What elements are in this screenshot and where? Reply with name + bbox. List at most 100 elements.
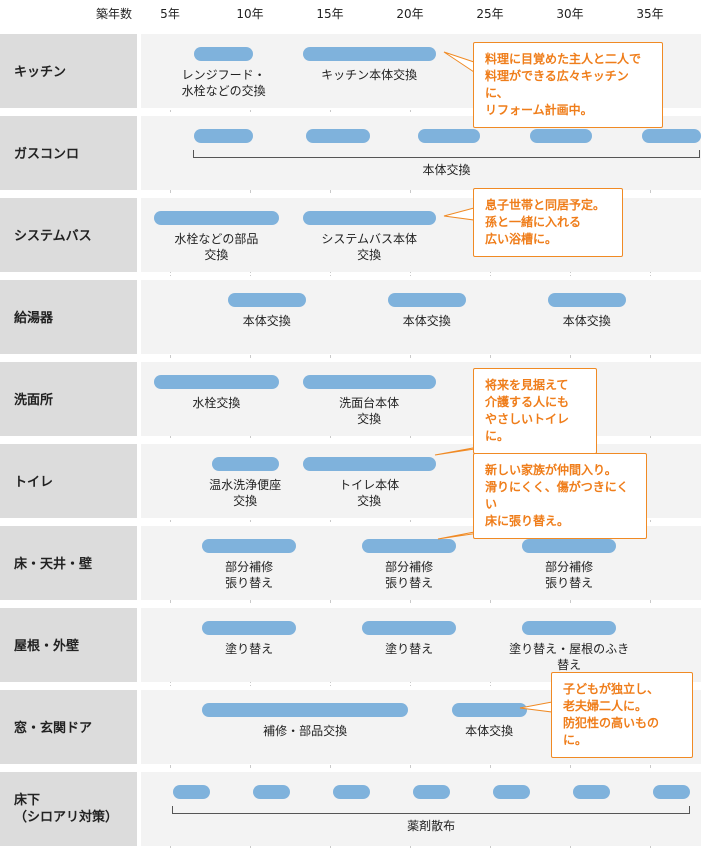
span-bracket bbox=[193, 150, 700, 158]
timeline-bar bbox=[306, 129, 370, 143]
bar-label: トイレ本体 交換 bbox=[339, 478, 400, 508]
timeline-bar bbox=[493, 785, 530, 799]
row-label-cell: 床下 （シロアリ対策） bbox=[0, 772, 137, 846]
timeline-bar bbox=[211, 457, 279, 471]
row-label-cell: システムバス bbox=[0, 198, 137, 272]
timeline-bar bbox=[333, 785, 370, 799]
bracket-label: 薬剤散布 bbox=[407, 819, 456, 833]
comment-callout: 新しい家族が仲間入り。 滑りにくく、傷がつきにくい 床に張り替え。 bbox=[473, 453, 647, 539]
year-gridline bbox=[410, 30, 411, 848]
bar-label: 部分補修 張り替え bbox=[225, 560, 274, 590]
row-label-cell: 屋根・外壁 bbox=[0, 608, 137, 682]
timeline-bar bbox=[154, 375, 279, 389]
timeline-row: ガスコンロ bbox=[0, 112, 701, 190]
bar-label: 部分補修 張り替え bbox=[385, 560, 434, 590]
year-tick-label: 5年 bbox=[160, 7, 180, 21]
year-gridline bbox=[170, 30, 171, 848]
timeline-row: 屋根・外壁 bbox=[0, 604, 701, 682]
timeline-bar bbox=[227, 293, 306, 307]
bar-label: 本体交換 bbox=[402, 314, 451, 328]
span-bracket bbox=[172, 806, 690, 814]
timeline-bar bbox=[202, 703, 409, 717]
row-track bbox=[141, 116, 701, 190]
year-tick-label: 20年 bbox=[396, 7, 424, 21]
timeline-bar bbox=[547, 293, 626, 307]
timeline-bar bbox=[302, 457, 436, 471]
year-gridline bbox=[650, 30, 651, 848]
timeline-bar bbox=[154, 211, 279, 225]
timeline-bar bbox=[362, 539, 457, 553]
year-gridline bbox=[330, 30, 331, 848]
timeline-bar bbox=[302, 211, 436, 225]
bar-label: 洗面台本体 交換 bbox=[339, 396, 400, 426]
bar-label: 本体交換 bbox=[562, 314, 611, 328]
timeline-bar bbox=[573, 785, 610, 799]
bracket-label: 本体交換 bbox=[422, 163, 471, 177]
year-tick-label: 35年 bbox=[636, 7, 664, 21]
row-label-cell: キッチン bbox=[0, 34, 137, 108]
bar-label: 補修・部品交換 bbox=[263, 724, 348, 738]
timeline-bar bbox=[451, 703, 527, 717]
bar-label: 塗り替え・屋根のふき替え bbox=[509, 642, 630, 672]
timeline-bar bbox=[653, 785, 690, 799]
timeline-row: 給湯器 bbox=[0, 276, 701, 354]
row-track bbox=[141, 280, 701, 354]
timeline-bar bbox=[202, 621, 297, 635]
timeline-bar bbox=[530, 129, 593, 143]
callout-pointer bbox=[443, 207, 475, 221]
row-track bbox=[141, 608, 701, 682]
bar-label: 本体交換 bbox=[465, 724, 514, 738]
timeline-row: 床下 （シロアリ対策） bbox=[0, 768, 701, 846]
timeline-bar bbox=[202, 539, 297, 553]
bar-label: システムバス本体 交換 bbox=[321, 232, 418, 262]
row-label-cell: トイレ bbox=[0, 444, 137, 518]
timeline-bar bbox=[522, 621, 617, 635]
row-label: トイレ bbox=[14, 475, 54, 490]
bar-label: 塗り替え bbox=[225, 642, 274, 656]
timeline-bar bbox=[522, 539, 617, 553]
timeline-bar bbox=[173, 785, 210, 799]
row-label-cell: 床・天井・壁 bbox=[0, 526, 137, 600]
year-tick-label: 30年 bbox=[556, 7, 584, 21]
row-label: 給湯器 bbox=[14, 311, 54, 326]
year-tick-label: 25年 bbox=[476, 7, 504, 21]
row-track bbox=[141, 362, 701, 436]
comment-callout: 息子世帯と同居予定。 孫と一緒に入れる 広い浴槽に。 bbox=[473, 188, 623, 257]
year-axis-title: 築年数 bbox=[96, 7, 133, 21]
timeline-bar bbox=[387, 293, 466, 307]
bar-label: 水栓交換 bbox=[192, 396, 241, 410]
row-label: 窓・玄関ドア bbox=[14, 721, 93, 736]
bar-label: レンジフード・ 水栓などの交換 bbox=[181, 68, 266, 98]
callout-pointer bbox=[443, 51, 475, 73]
timeline-bar bbox=[362, 621, 457, 635]
comment-callout: 子どもが独立し、 老夫婦二人に。 防犯性の高いものに。 bbox=[551, 672, 693, 758]
bar-label: 温水洗浄便座 交換 bbox=[209, 478, 282, 508]
row-label-cell: 洗面所 bbox=[0, 362, 137, 436]
timeline-bar bbox=[642, 129, 701, 143]
row-label-cell: 給湯器 bbox=[0, 280, 137, 354]
year-tick-label: 10年 bbox=[236, 7, 264, 21]
row-label-cell: ガスコンロ bbox=[0, 116, 137, 190]
year-tick-label: 15年 bbox=[316, 7, 344, 21]
row-label-cell: 窓・玄関ドア bbox=[0, 690, 137, 764]
timeline-bar bbox=[418, 129, 481, 143]
comment-callout: 将来を見据えて 介護する人にも やさしいトイレに。 bbox=[473, 368, 597, 454]
timeline-row: 洗面所 bbox=[0, 358, 701, 436]
row-label: システムバス bbox=[14, 229, 92, 244]
timeline-bar bbox=[413, 785, 450, 799]
comment-callout: 料理に目覚めた主人と二人で 料理ができる広々キッチンに、 リフォーム計画中。 bbox=[473, 42, 663, 128]
bar-label: キッチン本体交換 bbox=[321, 68, 418, 82]
bar-label: 塗り替え bbox=[385, 642, 434, 656]
timeline-bar bbox=[302, 375, 436, 389]
row-label: 床・天井・壁 bbox=[14, 557, 93, 572]
year-gridline bbox=[250, 30, 251, 848]
row-label: ガスコンロ bbox=[14, 147, 80, 162]
row-label: 屋根・外壁 bbox=[14, 639, 80, 654]
row-label: 床下 （シロアリ対策） bbox=[14, 793, 119, 825]
row-label: キッチン bbox=[14, 65, 67, 80]
bar-label: 水栓などの部品 交換 bbox=[174, 232, 259, 262]
bar-label: 部分補修 張り替え bbox=[545, 560, 594, 590]
timeline-bar bbox=[253, 785, 290, 799]
timeline-bar bbox=[194, 47, 254, 61]
timeline-bar bbox=[194, 129, 254, 143]
